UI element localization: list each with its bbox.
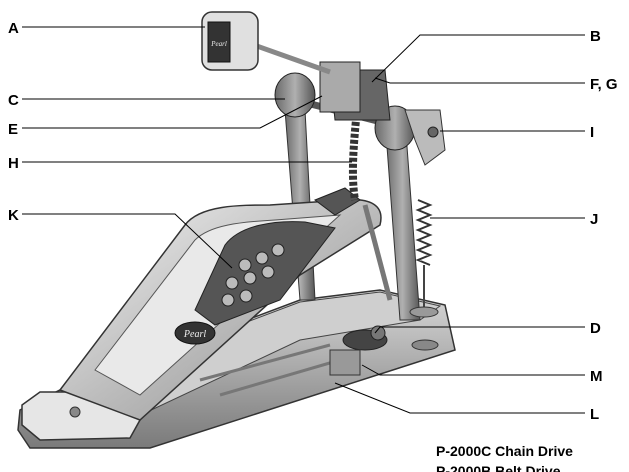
logo-badge	[174, 321, 216, 345]
label-B: B	[590, 28, 601, 45]
spring	[415, 199, 433, 266]
caption-chain-drive: P-2000C Chain Drive	[436, 443, 573, 459]
leader-E	[22, 95, 323, 129]
label-FG: F, G	[590, 76, 618, 93]
clamp-knob	[370, 325, 386, 341]
model-captions: P-2000C Chain Drive P-2000B Belt Drive	[436, 443, 573, 472]
beater-head: Pearl	[201, 11, 259, 71]
leader-D	[374, 326, 585, 334]
label-J: J	[590, 211, 598, 228]
clamp-bracket	[329, 349, 361, 376]
left-bearing	[274, 72, 316, 118]
leader-L	[334, 382, 585, 414]
label-L: L	[590, 406, 599, 423]
connecting-rod	[362, 204, 393, 301]
label-I: I	[590, 124, 594, 141]
cam-arm	[404, 109, 446, 166]
label-D: D	[590, 320, 601, 337]
beater-logo: Pearl	[210, 40, 227, 48]
label-H: H	[8, 155, 19, 172]
label-M: M	[590, 368, 603, 385]
leader-B	[371, 34, 585, 83]
foot-pad-holes	[221, 243, 285, 307]
leader-FG	[374, 77, 585, 84]
part-labels: A B C E F, G H I J K D M L	[8, 20, 618, 423]
label-C: C	[8, 92, 19, 109]
logo-text: Pearl	[183, 329, 206, 340]
right-foot-spur	[411, 339, 439, 351]
pedal-illustration: Pearl Pearl	[17, 11, 456, 449]
right-post	[384, 119, 421, 321]
base-slot-1	[199, 343, 331, 382]
leader-M	[361, 364, 585, 376]
toe-stop	[313, 187, 361, 216]
label-E: E	[8, 121, 18, 138]
label-K: K	[8, 207, 19, 224]
label-A: A	[8, 20, 19, 37]
tension-bolt	[427, 126, 439, 138]
spring-base	[409, 306, 439, 318]
base-slot-2	[219, 358, 341, 397]
caption-belt-drive: P-2000B Belt Drive	[436, 463, 561, 472]
leader-K	[22, 213, 233, 269]
heel-screw	[69, 406, 81, 418]
leader-lines	[22, 26, 585, 414]
